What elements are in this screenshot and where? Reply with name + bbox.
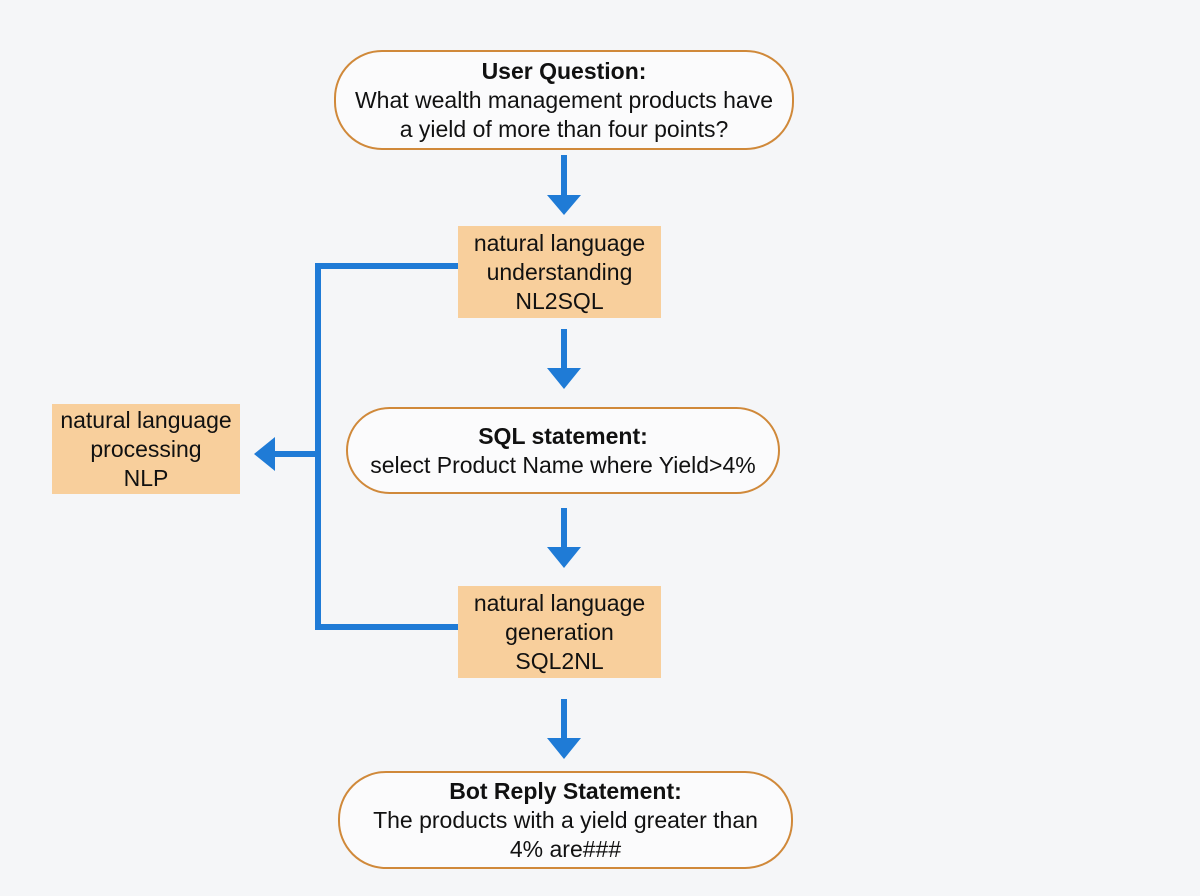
user-question-title: User Question: (481, 57, 647, 84)
nlu-node: natural language understanding NL2SQL (458, 226, 661, 318)
arrow-nlg-to-reply (547, 699, 581, 759)
nlg-line-3: SQL2NL (515, 647, 604, 674)
nlu-line-2: understanding (486, 258, 633, 285)
nlu-line-1: natural language (473, 229, 646, 256)
nlu-line-3: NL2SQL (515, 287, 604, 314)
nlp-node: natural language processing NLP (52, 404, 240, 494)
bot-reply-node: Bot Reply Statement: The products with a… (338, 771, 793, 869)
arrow-question-to-nlu (547, 155, 581, 215)
nlg-line-2: generation (505, 618, 614, 645)
nlp-line-1: natural language (60, 406, 232, 433)
bot-reply-line-1: The products with a yield greater than (373, 806, 758, 833)
user-question-node: User Question: What wealth management pr… (334, 50, 794, 150)
bracket-nlu-nlg-to-nlp (254, 263, 458, 630)
sql-statement-title: SQL statement: (478, 422, 648, 449)
sql-statement-line-1: select Product Name where Yield>4% (370, 451, 756, 478)
sql-statement-node: SQL statement: select Product Name where… (346, 407, 780, 494)
arrow-nlu-to-sql (547, 329, 581, 389)
nlp-line-3: NLP (123, 464, 169, 491)
arrow-sql-to-nlg (547, 508, 581, 568)
nlg-node: natural language generation SQL2NL (458, 586, 661, 678)
nlg-line-1: natural language (473, 589, 646, 616)
user-question-line-2: a yield of more than four points? (399, 115, 729, 142)
bot-reply-title: Bot Reply Statement: (449, 777, 682, 804)
nlp-line-2: processing (90, 435, 202, 462)
bot-reply-line-2: 4% are### (509, 835, 622, 862)
user-question-line-1: What wealth management products have (354, 86, 774, 113)
